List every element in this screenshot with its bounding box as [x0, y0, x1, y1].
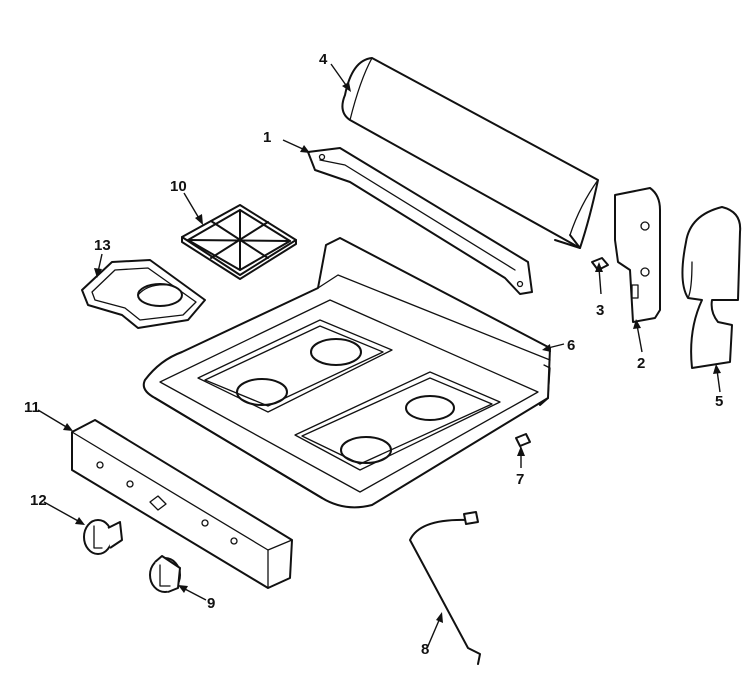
callout-1: 1	[263, 129, 271, 146]
callout-3: 3	[596, 302, 604, 319]
callout-7: 7	[516, 471, 524, 488]
part-3-clip	[591, 257, 609, 271]
part-7-screw	[515, 433, 531, 453]
callout-13: 13	[94, 237, 111, 254]
callout-labels: 1 4 10 13 3 2 5 6 7 11 12 9 8	[24, 51, 723, 658]
part-10-grate	[181, 204, 297, 280]
callout-8: 8	[421, 641, 429, 658]
part-1-rear-bracket	[307, 147, 533, 295]
part-9-knob	[149, 555, 181, 593]
callout-6: 6	[567, 337, 575, 354]
part-2-side-bracket	[614, 187, 661, 323]
callout-9: 9	[207, 595, 215, 612]
part-11-control-panel	[71, 419, 293, 589]
leader-lines	[37, 63, 721, 647]
callout-10: 10	[170, 178, 187, 195]
callout-5: 5	[715, 393, 723, 410]
part-6-cooktop	[142, 237, 551, 509]
part-13-spill-pan	[81, 259, 206, 329]
part-12-knob	[83, 519, 123, 555]
callout-12: 12	[30, 492, 47, 509]
callout-2: 2	[637, 355, 645, 372]
part-8-wire-harness	[409, 511, 481, 665]
part-5-end-cap	[681, 206, 742, 369]
callout-4: 4	[319, 51, 328, 68]
part-4-backguard	[341, 57, 599, 249]
callout-11: 11	[24, 399, 40, 416]
